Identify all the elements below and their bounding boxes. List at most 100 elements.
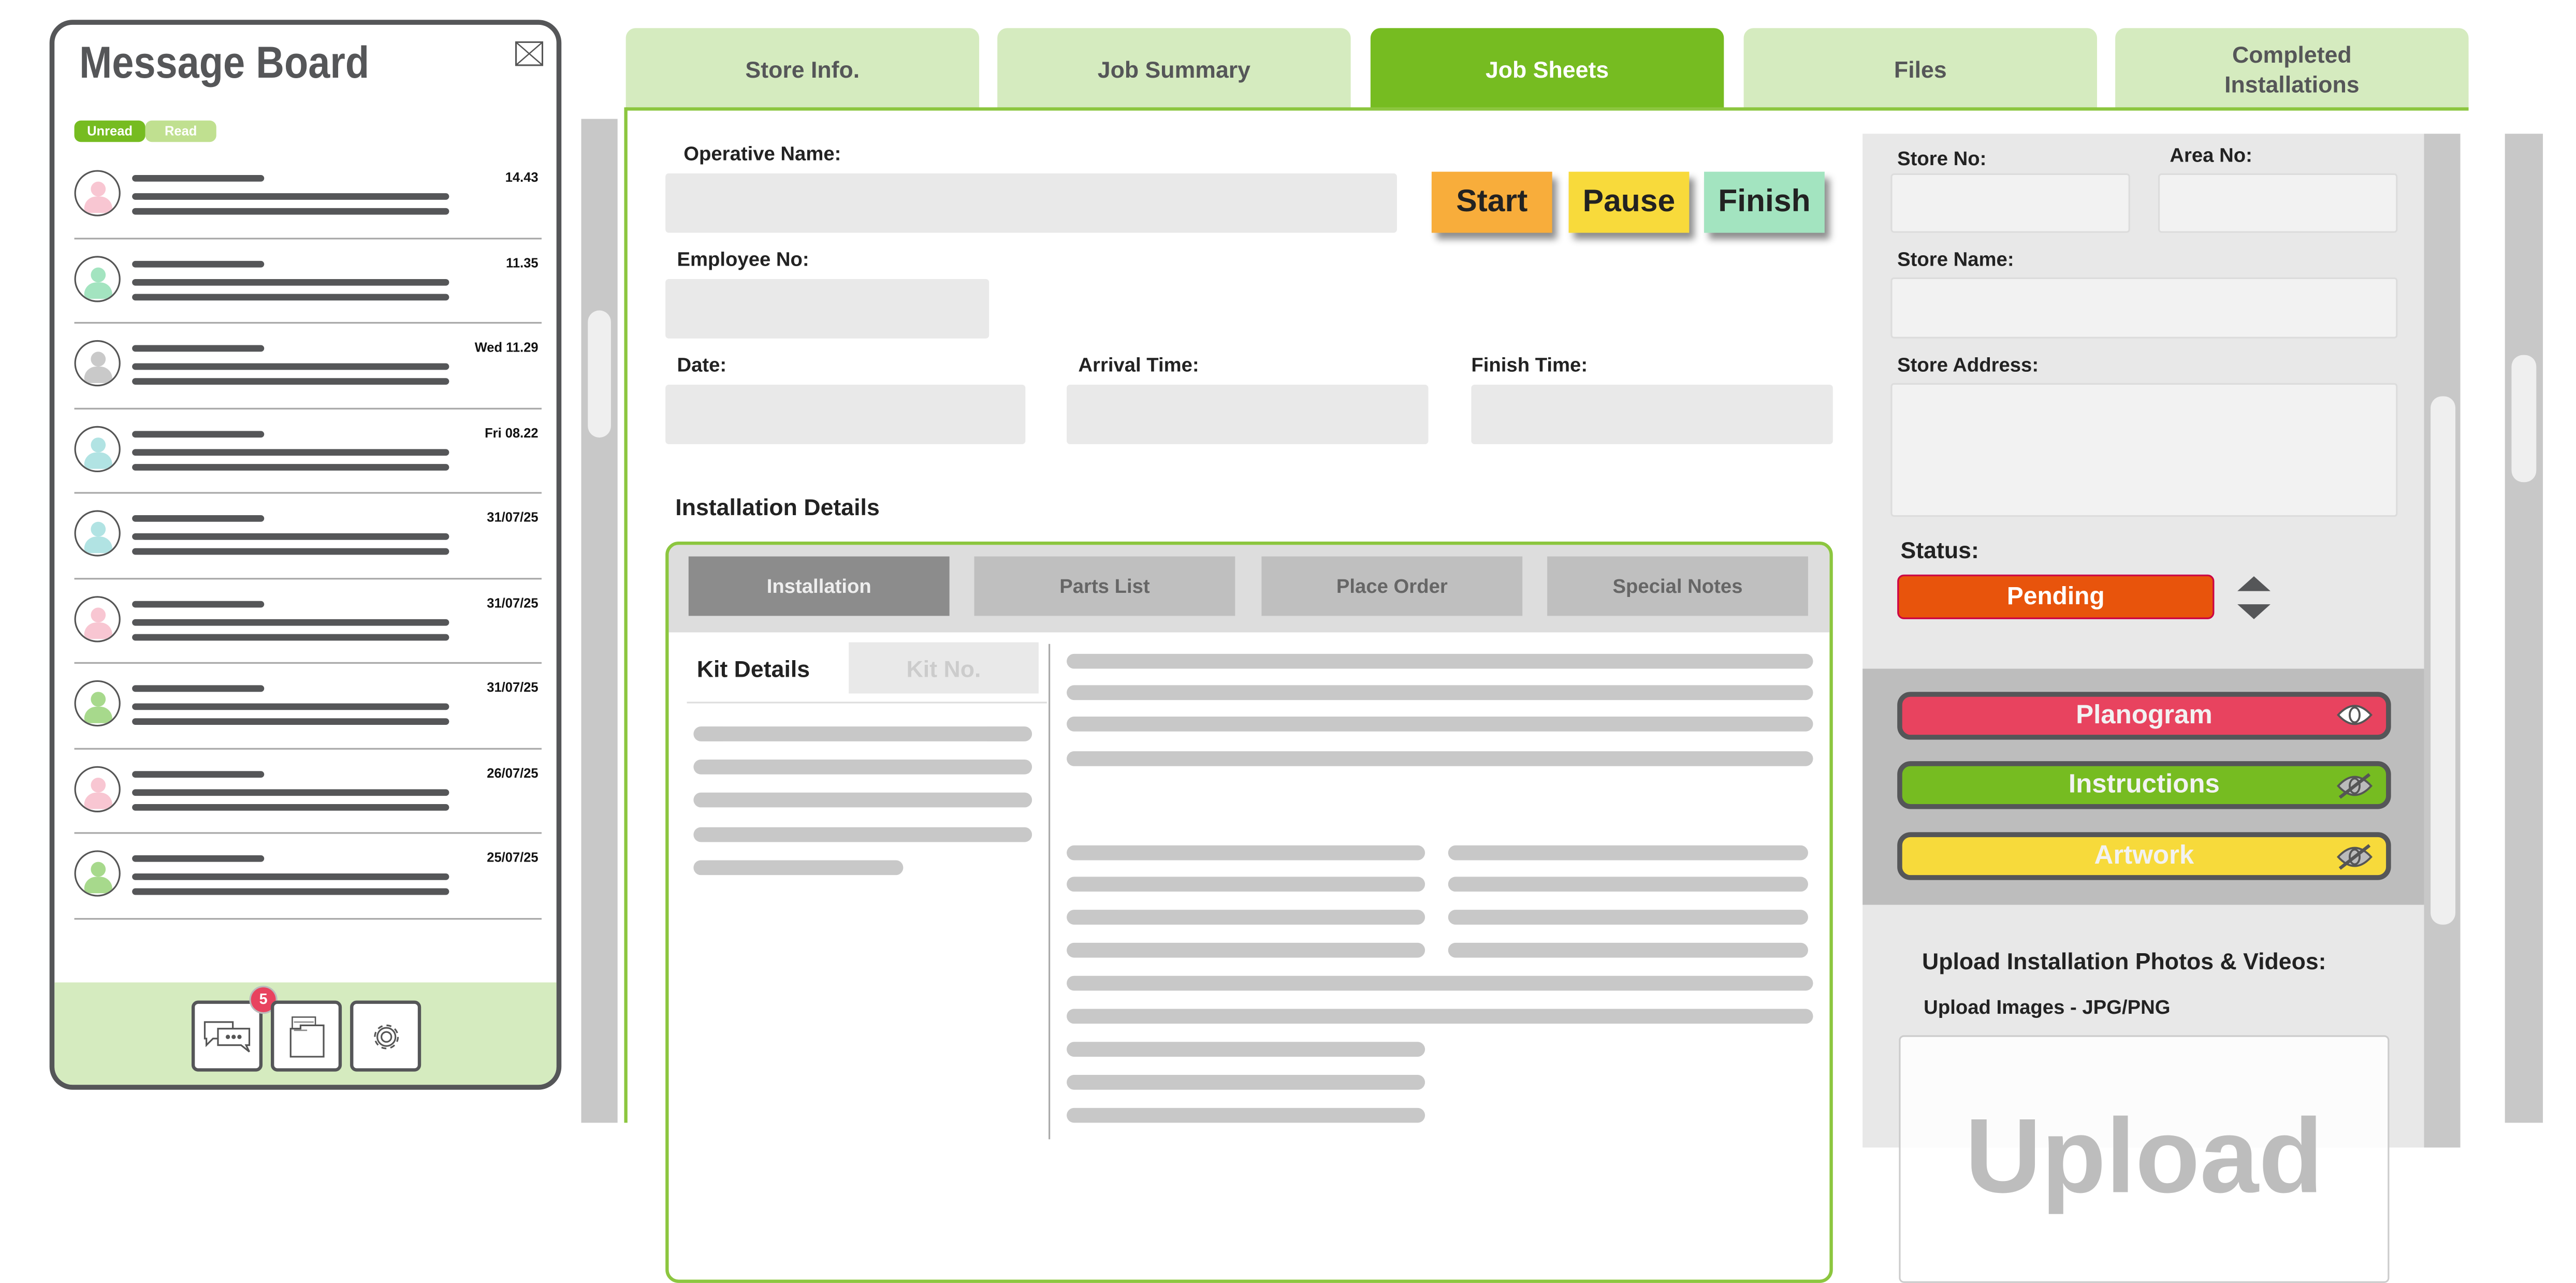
placeholder-line	[1067, 717, 1813, 732]
subtab-parts-list[interactable]: Parts List	[974, 556, 1235, 616]
message-preview-line	[132, 703, 449, 710]
divider	[687, 702, 1047, 704]
operative-name-label: Operative Name:	[683, 142, 841, 165]
store-address-label: Store Address:	[1897, 353, 2039, 377]
message-time: Fri 08.22	[485, 425, 539, 440]
message-preview-line	[132, 278, 449, 285]
store-no-input[interactable]	[1890, 173, 2130, 233]
avatar	[74, 510, 121, 557]
message-preview-line	[132, 193, 449, 200]
placeholder-line	[1067, 975, 1813, 991]
store-name-input[interactable]	[1890, 277, 2398, 339]
employee-no-input[interactable]	[665, 279, 989, 339]
instructions-button[interactable]: Instructions	[1897, 761, 2391, 809]
avatar-body	[84, 536, 112, 553]
date-input[interactable]	[665, 385, 1026, 444]
placeholder-line	[1067, 845, 1425, 861]
operative-name-input[interactable]	[665, 173, 1397, 233]
avatar-body	[84, 792, 112, 809]
placeholder-line	[1448, 910, 1808, 925]
message-item[interactable]: 14.43	[74, 154, 542, 239]
placeholder-line	[1067, 877, 1425, 892]
placeholder-line	[693, 827, 1032, 842]
eye-hidden-icon[interactable]	[2336, 844, 2373, 870]
upload-dropzone[interactable]: Upload	[1899, 1035, 2390, 1283]
scrollbar-thumb[interactable]	[588, 310, 611, 438]
message-preview-line	[132, 208, 449, 215]
message-time: 31/07/25	[487, 595, 539, 610]
artwork-label: Artwork	[2094, 841, 2194, 870]
chat-icon	[203, 1020, 250, 1052]
placeholder-line	[1448, 877, 1808, 892]
subtab-place-order[interactable]: Place Order	[1261, 556, 1523, 616]
message-item[interactable]: Fri 08.22	[74, 409, 542, 494]
scrollbar-thumb[interactable]	[2511, 355, 2537, 483]
tab-files[interactable]: Files	[1743, 28, 2098, 109]
eye-icon[interactable]	[2336, 704, 2373, 727]
message-item[interactable]: 31/07/25	[74, 664, 542, 749]
planogram-label: Planogram	[2076, 701, 2213, 729]
area-no-input[interactable]	[2158, 173, 2398, 233]
avatar-head	[91, 352, 106, 367]
message-preview-line	[132, 515, 265, 522]
scrollbar-left[interactable]	[581, 119, 618, 1123]
scrollbar-thumb[interactable]	[2431, 396, 2456, 925]
pause-button[interactable]: Pause	[1568, 171, 1690, 233]
placeholder-line	[1067, 910, 1425, 925]
message-item[interactable]: 25/07/25	[74, 834, 542, 919]
arrival-time-input[interactable]	[1067, 385, 1429, 444]
placeholder-line	[693, 759, 1032, 775]
subtab-special-notes[interactable]: Special Notes	[1547, 556, 1808, 616]
tab-store-info[interactable]: Store Info.	[625, 28, 980, 109]
store-address-input[interactable]	[1890, 383, 2398, 517]
status-dropdown[interactable]: Pending	[1897, 574, 2215, 619]
message-item[interactable]: Wed 11.29	[74, 324, 542, 409]
message-board-footer: 5	[54, 982, 557, 1085]
message-preview-line	[132, 378, 449, 385]
message-preview-line	[132, 718, 449, 725]
start-button[interactable]: Start	[1431, 171, 1552, 233]
eye-hidden-icon[interactable]	[2336, 772, 2373, 799]
message-time: 31/07/25	[487, 510, 539, 526]
scrollbar-right[interactable]	[2505, 134, 2543, 1123]
artwork-button[interactable]: Artwork	[1897, 832, 2391, 880]
avatar-head	[91, 777, 106, 792]
message-preview-line	[132, 260, 265, 267]
message-preview-line	[132, 685, 265, 692]
divider	[1049, 644, 1051, 1140]
message-preview-line	[132, 600, 265, 607]
expand-icon[interactable]	[515, 41, 544, 66]
message-item[interactable]: 31/07/25	[74, 579, 542, 664]
messages-button[interactable]	[191, 1000, 263, 1072]
message-preview-line	[132, 548, 449, 555]
subtab-installation[interactable]: Installation	[688, 556, 950, 616]
tab-job-sheets[interactable]: Job Sheets	[1370, 28, 1724, 109]
message-item[interactable]: 26/07/25	[74, 749, 542, 834]
avatar-head	[91, 606, 106, 622]
message-preview-line	[132, 770, 265, 777]
filter-unread[interactable]: Unread	[74, 120, 145, 142]
settings-button[interactable]	[350, 1000, 421, 1072]
message-item[interactable]: 31/07/25	[74, 494, 542, 579]
avatar-body	[84, 706, 112, 723]
planogram-button[interactable]: Planogram	[1897, 692, 2391, 740]
tab-completed-installations[interactable]: Completed Installations	[2115, 28, 2469, 109]
finish-time-label: Finish Time:	[1471, 353, 1588, 377]
placeholder-line	[1067, 1042, 1425, 1057]
filter-read[interactable]: Read	[145, 120, 216, 142]
finish-button[interactable]: Finish	[1704, 171, 1825, 233]
placeholder-line	[1067, 1107, 1425, 1123]
avatar-body	[84, 366, 112, 383]
avatar-head	[91, 436, 106, 452]
avatar-body	[84, 196, 112, 213]
finish-time-input[interactable]	[1471, 385, 1833, 444]
message-preview-line	[132, 448, 449, 455]
store-panel-scrollbar[interactable]	[2424, 134, 2461, 1148]
kit-no-input[interactable]: Kit No.	[849, 642, 1039, 694]
avatar-body	[84, 281, 112, 298]
message-preview-line	[132, 345, 265, 352]
files-button[interactable]	[270, 1000, 342, 1072]
status-stepper-icon[interactable]	[2236, 573, 2272, 623]
tab-job-summary[interactable]: Job Summary	[997, 28, 1351, 109]
message-item[interactable]: 11.35	[74, 239, 542, 324]
